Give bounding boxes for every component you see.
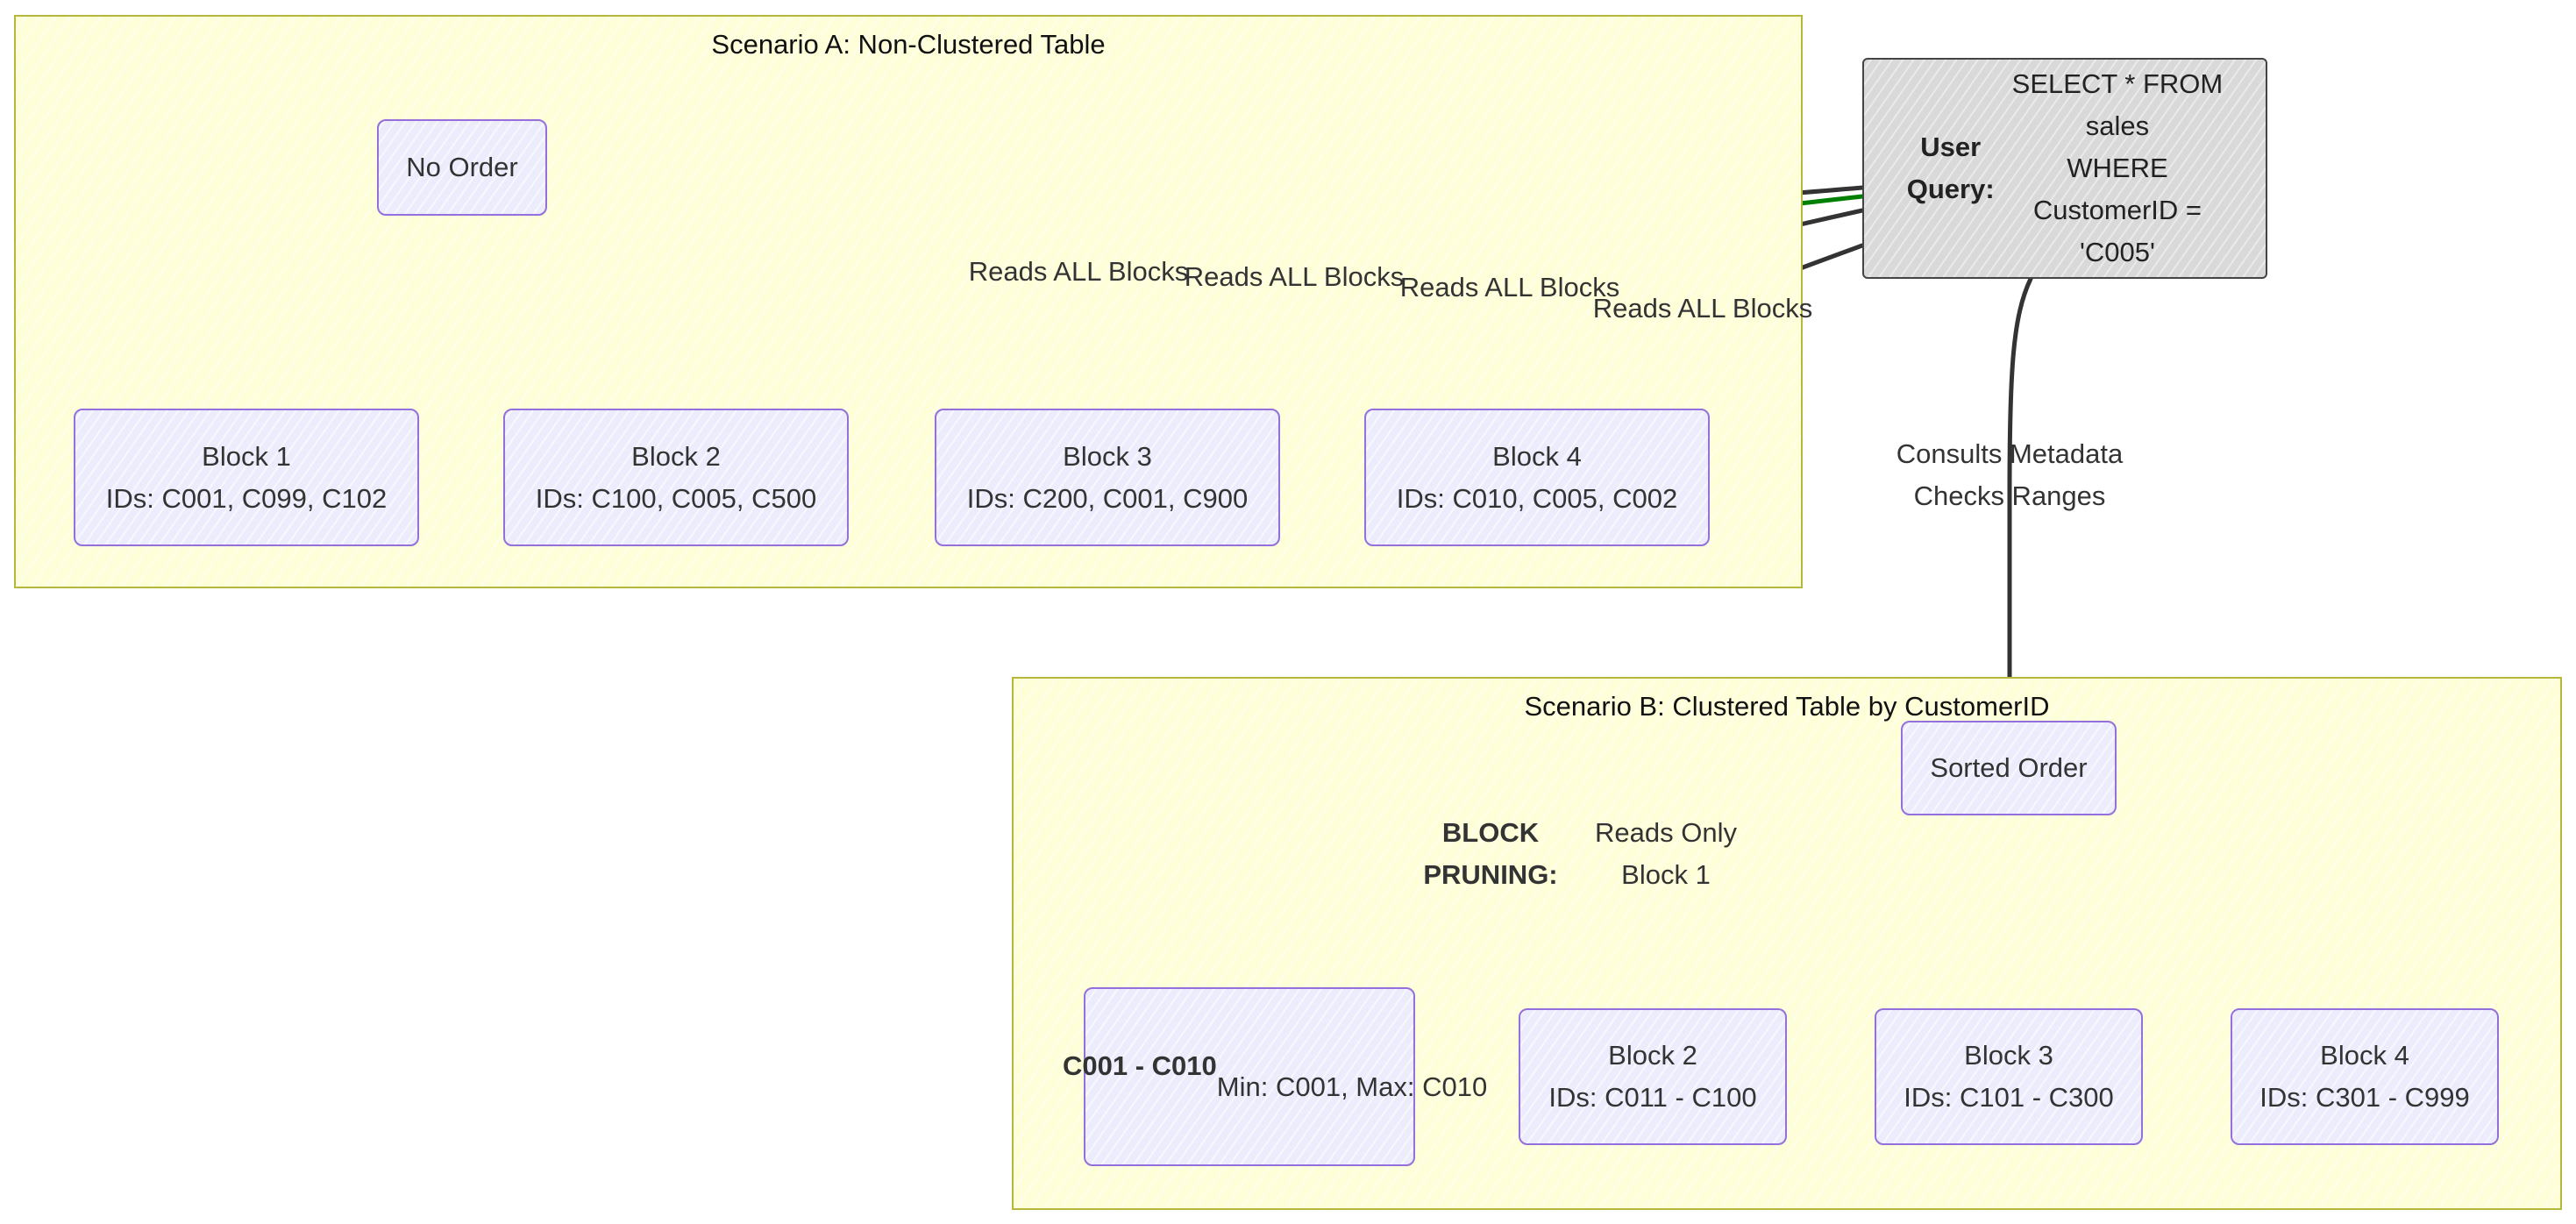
no-order-node: No Order <box>377 119 547 216</box>
block-name: Block 4 <box>2320 1040 2409 1071</box>
block-ids: IDs: C101 - C300 <box>1904 1082 2114 1113</box>
query-line: CustomerID = <box>2032 195 2202 225</box>
scenario-a-block-2: Block 2 IDs: C100, C005, C500 <box>503 409 849 546</box>
reads-only-line-1: Reads Only <box>1595 817 1737 848</box>
scenario-a-block-4: Block 4 IDs: C010, C005, C002 <box>1364 409 1710 546</box>
query-line: SELECT * FROM <box>2011 68 2224 99</box>
block-ids: IDs: C301 - C999 <box>2259 1082 2470 1113</box>
sorted-order-label: Sorted Order <box>1930 752 2088 783</box>
scenario-b-block-4: Block 4 IDs: C301 - C999 <box>2231 1008 2499 1145</box>
block-ids: IDs: C001, C099, C102 <box>105 482 388 514</box>
metadata-line-1: Consults Metadata <box>1896 438 2124 469</box>
no-order-label: No Order <box>406 152 518 182</box>
reads-all-blocks-label-4: Reads ALL Blocks <box>1592 293 1813 324</box>
scenario-a-title: Scenario A: Non-Clustered Table <box>711 29 1106 60</box>
block-name: Block 1 <box>202 440 291 472</box>
user-query-label-line1: User <box>1920 132 1982 162</box>
block-pruning-label: BLOCK PRUNING: <box>1423 812 1557 896</box>
scenario-a-block-3: Block 3 IDs: C200, C001, C900 <box>935 409 1280 546</box>
scenario-b-block-2: Block 2 IDs: C011 - C100 <box>1519 1008 1787 1145</box>
block-name: Block 2 <box>1608 1040 1697 1071</box>
scenario-b-block-1: C001 - C010 Min: C001, Max: C010 <box>1063 987 1487 1166</box>
user-query-text: SELECT * FROM sales WHERE CustomerID = '… <box>2012 63 2224 274</box>
reads-only-block-1-label: Reads Only Block 1 <box>1595 812 1737 896</box>
user-query-label-line2: Query: <box>1906 174 1995 204</box>
scenario-b-title: Scenario B: Clustered Table by CustomerI… <box>1524 691 2050 722</box>
edge-query-sorted-order <box>2004 276 2033 722</box>
query-line: sales <box>2085 110 2150 141</box>
reads-all-blocks-label-2: Reads ALL Blocks <box>1184 261 1405 292</box>
metadata-edge-label: Consults Metadata Checks Ranges <box>1896 433 2123 517</box>
sorted-order-node: Sorted Order <box>1901 721 2117 815</box>
block-ids: IDs: C100, C005, C500 <box>535 482 817 514</box>
block-name: Block 4 <box>1492 440 1582 472</box>
query-line: WHERE <box>2067 153 2168 183</box>
block-1-range-text: Min: C001, Max: C010 <box>1216 1071 1488 1102</box>
scenario-b-block-3: Block 3 IDs: C101 - C300 <box>1875 1008 2143 1145</box>
scenario-a-block-1: Block 1 IDs: C001, C099, C102 <box>74 409 419 546</box>
block-ids: IDs: C200, C001, C900 <box>966 482 1249 514</box>
block-name: Block 2 <box>631 440 721 472</box>
reads-all-blocks-label-3: Reads ALL Blocks <box>1399 272 1620 302</box>
block-pruning-line-1: BLOCK <box>1441 817 1540 848</box>
block-ids: IDs: C010, C005, C002 <box>1396 482 1678 514</box>
block-name: Block 3 <box>1063 440 1152 472</box>
reads-all-blocks-label-1: Reads ALL Blocks <box>968 256 1189 287</box>
user-query-node: User Query: SELECT * FROM sales WHERE Cu… <box>1862 58 2267 279</box>
block-1-range-label: C001 - C010 <box>1063 1050 1217 1081</box>
block-name: Block 3 <box>1964 1040 2053 1071</box>
metadata-line-2: Checks Ranges <box>1913 480 2106 511</box>
reads-only-line-2: Block 1 <box>1621 859 1711 890</box>
query-line: 'C005' <box>2079 237 2155 267</box>
block-ids: IDs: C011 - C100 <box>1548 1082 1757 1113</box>
block-pruning-line-2: PRUNING: <box>1423 859 1558 890</box>
user-query-label: User Query: <box>1907 126 1995 210</box>
